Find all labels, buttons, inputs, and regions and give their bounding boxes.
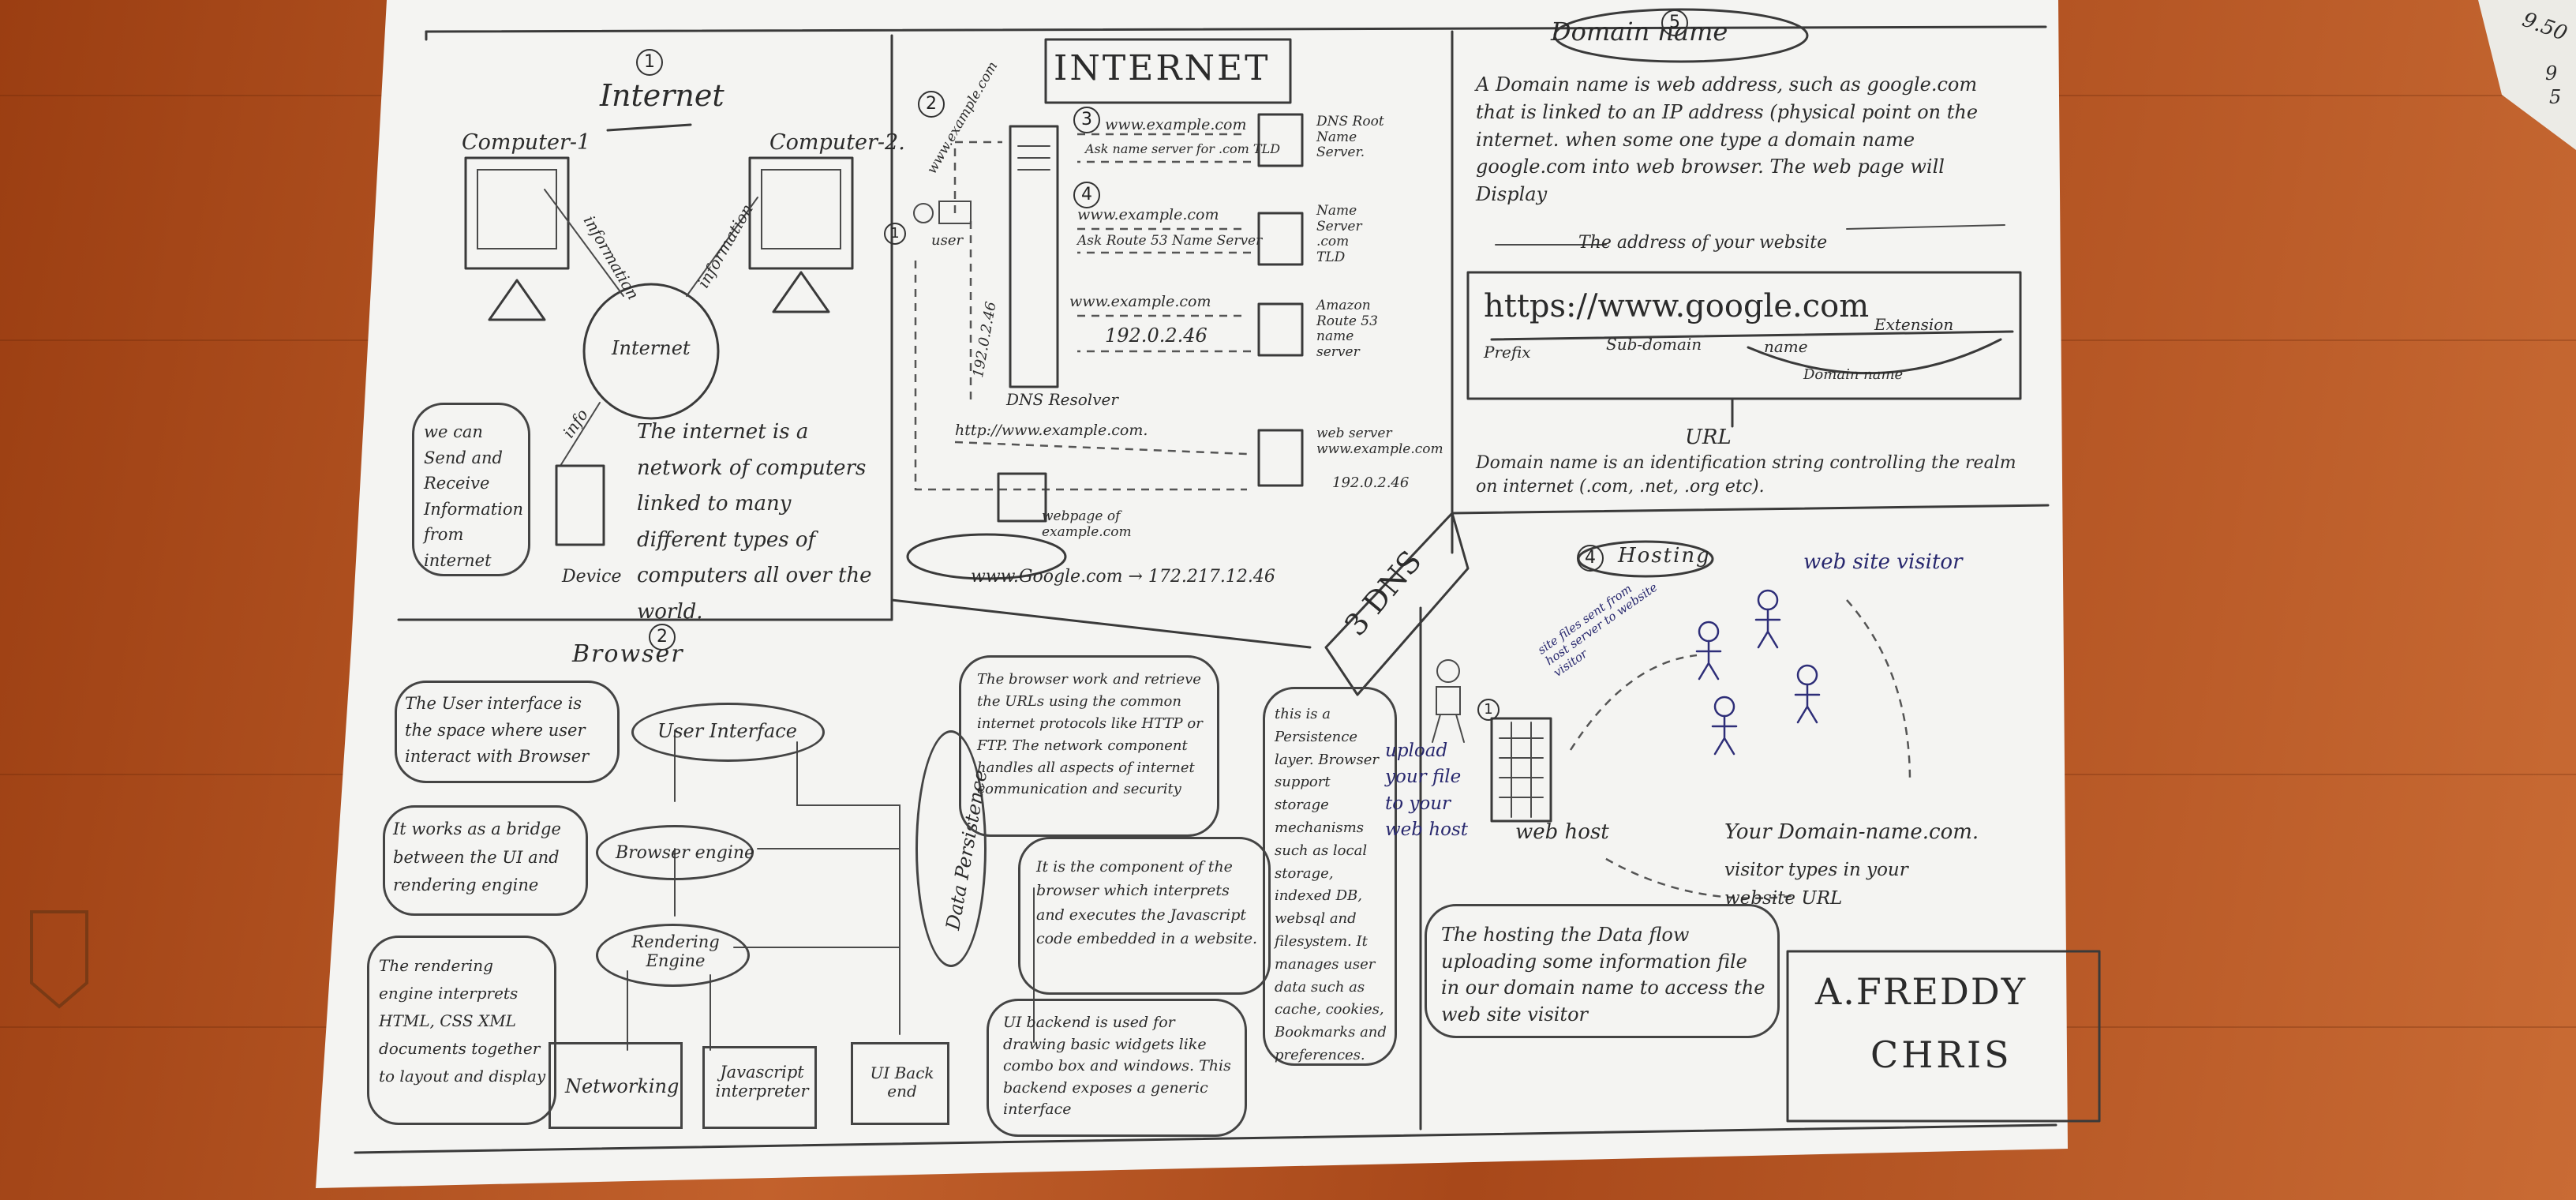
webpage-label: webpage of example.com xyxy=(1042,508,1132,540)
url-colon: :// xyxy=(1566,288,1598,324)
rendering-note-cloud: The rendering engine interprets HTML, CS… xyxy=(367,936,556,1125)
browser-engine-node: Browser engine xyxy=(596,825,754,880)
persistence-note-cloud: this is a Persistence layer. Browser sup… xyxy=(1263,687,1397,1066)
user-interface-node: User Interface xyxy=(631,703,825,762)
computer-2-label: Computer-2. xyxy=(769,130,905,155)
url-caption: URL xyxy=(1685,426,1732,449)
dns-answer-3: 192.0.2.46 xyxy=(1105,324,1208,347)
url-subdomain: www. xyxy=(1597,288,1686,324)
computer-1-label: Computer-1 xyxy=(462,130,591,155)
user-label: user xyxy=(931,232,964,249)
domain-name-label: Domain name xyxy=(1803,366,1904,383)
section-number: 4 xyxy=(1577,545,1604,572)
javascript-note-cloud: It is the component of the browser which… xyxy=(1018,837,1271,995)
step-number: 1 xyxy=(884,223,906,245)
section-number: 1 xyxy=(636,49,663,76)
upload-label: upload your file to your web host xyxy=(1385,741,1469,841)
root-name-server-label: DNS Root Name Server. xyxy=(1316,114,1384,161)
domain-title-text: Domain name xyxy=(1551,17,1728,47)
ui-backend-note-cloud: UI backend is used for drawing basic wid… xyxy=(987,999,1247,1137)
url-name: google xyxy=(1685,288,1793,324)
note-cloud: we can Send and Receive Information from… xyxy=(412,403,530,576)
hosting-title: Hosting xyxy=(1618,544,1711,568)
corner-note: 5 xyxy=(2549,86,2562,108)
step-number: 3 xyxy=(1073,107,1100,133)
step-number: 4 xyxy=(1073,182,1100,208)
dns-answer-1: Ask name server for .com TLD xyxy=(1085,141,1281,156)
internet-definition: The internet is a network of computers l… xyxy=(637,420,872,624)
data-persistence-node: Data Persistence xyxy=(915,730,991,967)
step-number: 2 xyxy=(918,91,945,118)
domain-example: Your Domain-name.com. xyxy=(1724,820,1979,844)
url-example: https://www.google.com xyxy=(1484,288,1869,324)
name-label: name xyxy=(1764,337,1808,356)
rendering-engine-node: Rendering Engine xyxy=(596,924,750,987)
google-ip-example: www.Google.com → 172.217.12.46 xyxy=(971,567,1275,587)
domain-title: Domain name xyxy=(1551,17,1728,47)
address-label: The address of your website xyxy=(1578,233,1828,253)
dns-query-1: www.example.com xyxy=(1105,116,1247,133)
section-number: 2 xyxy=(649,624,676,651)
prefix-label: Prefix xyxy=(1484,343,1531,362)
web-server-ip: 192.0.2.46 xyxy=(1332,474,1410,491)
http-request: http://www.example.com. xyxy=(955,422,1148,439)
visitor-label: web site visitor xyxy=(1803,550,1963,574)
ui-note-cloud: The User interface is the space where us… xyxy=(395,681,620,783)
hosting-note-cloud: The hosting the Data flow uploading some… xyxy=(1425,904,1780,1038)
visitor-types-label: visitor types in your website URL xyxy=(1724,860,1908,909)
networking-note-cloud: The browser work and retrieve the URLs u… xyxy=(959,655,1219,837)
route53-name-server-label: Amazon Route 53 name server xyxy=(1316,298,1378,360)
url-prefix: https xyxy=(1484,288,1567,324)
internet-title: Internet xyxy=(600,78,724,113)
corner-note: 9 xyxy=(2545,62,2558,84)
dns-query-2: www.example.com xyxy=(1077,206,1219,223)
javascript-box: Javascript interpreter xyxy=(702,1046,817,1129)
section-number: 5 xyxy=(1661,9,1688,36)
dns-panel-title: INTERNET xyxy=(1054,48,1271,88)
ui-backend-box: UI Back end xyxy=(851,1042,949,1125)
domain-paragraph: A Domain name is web address, such as go… xyxy=(1476,73,1979,206)
device-label: Device xyxy=(562,567,622,587)
extension-label: Extension xyxy=(1874,315,1954,334)
dns-answer-2: Ask Route 53 Name Server xyxy=(1077,233,1263,249)
tld-name-server-label: Name Server .com TLD xyxy=(1316,203,1362,265)
internet-hub-label: Internet xyxy=(612,337,691,359)
web-host-label: web host xyxy=(1515,820,1609,844)
dns-resolver-label: DNS Resolver xyxy=(1006,390,1118,409)
url-extension: .com xyxy=(1792,288,1870,324)
subdomain-label: Sub-domain xyxy=(1606,335,1702,354)
author-name: A.FREDDY xyxy=(1815,970,2027,1013)
dns-query-3: www.example.com xyxy=(1069,293,1211,310)
author-surname: CHRIS xyxy=(1870,1033,2012,1076)
domain-footer: Domain name is an identification string … xyxy=(1476,453,2016,497)
networking-box: Networking xyxy=(549,1042,683,1129)
engine-note-cloud: It works as a bridge between the UI and … xyxy=(383,805,588,916)
web-server-label: web server www.example.com xyxy=(1316,426,1443,457)
step-number: 1 xyxy=(1477,699,1500,721)
